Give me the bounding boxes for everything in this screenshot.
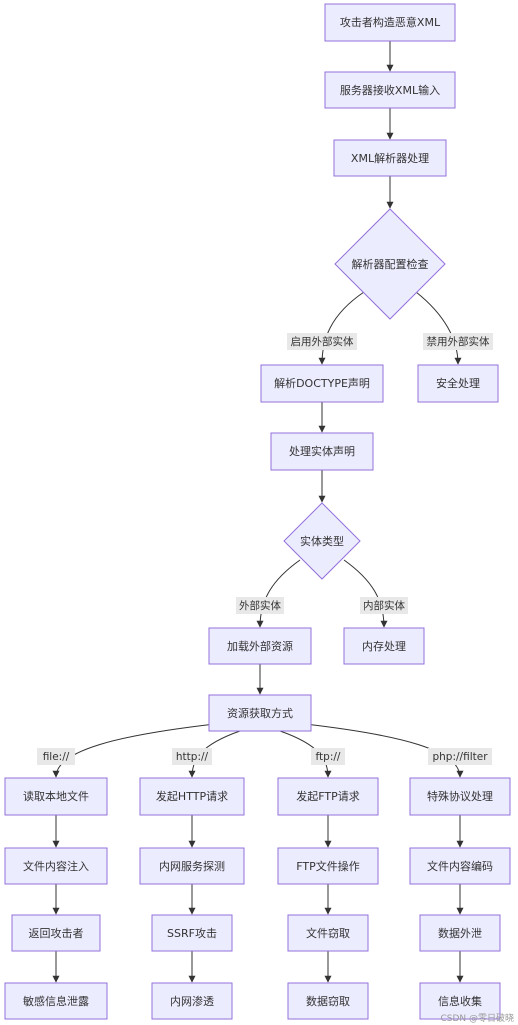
svg-text:内网渗透: 内网渗透 [170, 994, 214, 1008]
node-steal-file: 文件窃取 [287, 914, 369, 952]
svg-text:发起HTTP请求: 发起HTTP请求 [156, 789, 228, 803]
svg-text:攻击者构造恶意XML: 攻击者构造恶意XML [340, 15, 441, 29]
node-check: 解析器配置检查 [334, 208, 446, 320]
edge-type-loadext [256, 559, 301, 628]
svg-text:http://: http:// [176, 751, 209, 763]
svg-text:敏感信息泄露: 敏感信息泄露 [23, 994, 89, 1008]
node-safe: 安全处理 [417, 364, 499, 403]
node-return: 返回攻击者 [11, 914, 101, 952]
node-inject: 文件内容注入 [4, 847, 108, 885]
edge-label-external: 外部实体 [236, 597, 284, 614]
svg-text:发起FTP请求: 发起FTP请求 [296, 789, 360, 803]
node-start: 攻击者构造恶意XML [324, 3, 456, 42]
svg-text:资源获取方式: 资源获取方式 [227, 706, 293, 720]
svg-text:FTP文件操作: FTP文件操作 [296, 859, 360, 873]
node-pentest: 内网渗透 [151, 982, 233, 1020]
node-parse: XML解析器处理 [333, 139, 447, 177]
node-entity-type: 实体类型 [283, 502, 361, 580]
node-mem: 内存处理 [343, 627, 425, 665]
node-exfil: 数据外泄 [419, 914, 501, 952]
node-read-local: 读取本地文件 [4, 777, 108, 816]
svg-text:php://filter: php://filter [432, 751, 488, 763]
svg-text:信息收集: 信息收集 [438, 994, 482, 1008]
edge-type-mem [343, 559, 388, 628]
watermark: CSDN @零日破晓 [440, 1012, 514, 1024]
edge-label-file: file:// [37, 748, 75, 765]
edge-label-ftp: ftp:// [311, 748, 345, 765]
svg-text:返回攻击者: 返回攻击者 [29, 926, 84, 940]
svg-text:特殊协议处理: 特殊协议处理 [427, 789, 493, 803]
edge-method-file [52, 723, 216, 778]
node-ssrf: SSRF攻击 [151, 914, 233, 952]
svg-text:文件内容注入: 文件内容注入 [23, 859, 89, 873]
node-load-ext: 加载外部资源 [208, 627, 312, 665]
svg-text:内存处理: 内存处理 [362, 639, 406, 653]
node-probe: 内网服务探测 [139, 847, 245, 885]
node-special: 特殊协议处理 [409, 777, 511, 816]
svg-text:数据窃取: 数据窃取 [306, 994, 350, 1008]
edge-check-safe [415, 291, 462, 365]
edge-label-enable-ext: 启用外部实体 [287, 333, 357, 350]
svg-text:XML解析器处理: XML解析器处理 [351, 151, 429, 165]
svg-text:安全处理: 安全处理 [436, 376, 480, 390]
edge-method-php [304, 723, 464, 778]
svg-text:内网服务探测: 内网服务探测 [159, 859, 225, 873]
svg-text:加载外部资源: 加载外部资源 [227, 639, 293, 653]
svg-text:解析器配置检查: 解析器配置检查 [352, 257, 429, 271]
node-http-req: 发起HTTP请求 [139, 777, 245, 816]
node-ftp-req: 发起FTP请求 [277, 777, 379, 816]
edge-label-disable-ext: 禁用外部实体 [423, 333, 493, 350]
svg-text:读取本地文件: 读取本地文件 [23, 789, 89, 803]
node-steal-data: 数据窃取 [287, 982, 369, 1020]
svg-text:文件内容编码: 文件内容编码 [427, 859, 493, 873]
svg-text:实体类型: 实体类型 [300, 534, 344, 548]
svg-text:启用外部实体: 启用外部实体 [291, 335, 354, 348]
edge-check-doctype [318, 291, 365, 365]
svg-text:数据外泄: 数据外泄 [438, 926, 482, 940]
node-entity-decl: 处理实体声明 [270, 432, 374, 471]
svg-text:处理实体声明: 处理实体声明 [289, 444, 355, 458]
svg-text:文件窃取: 文件窃取 [306, 926, 350, 940]
svg-text:外部实体: 外部实体 [239, 599, 281, 612]
edge-label-php: php://filter [428, 748, 492, 765]
edge-label-http: http:// [172, 748, 212, 765]
node-collect: 信息收集 [419, 982, 501, 1020]
node-encode: 文件内容编码 [409, 847, 511, 885]
edges [52, 41, 464, 983]
node-ftp-op: FTP文件操作 [277, 847, 379, 885]
node-receive: 服务器接收XML输入 [324, 71, 456, 109]
svg-text:服务器接收XML输入: 服务器接收XML输入 [340, 83, 440, 97]
node-method: 资源获取方式 [208, 694, 312, 732]
node-doctype: 解析DOCTYPE声明 [260, 364, 384, 403]
svg-text:禁用外部实体: 禁用外部实体 [427, 335, 490, 348]
svg-text:file://: file:// [43, 751, 70, 763]
svg-text:SSRF攻击: SSRF攻击 [167, 926, 217, 940]
edge-label-internal: 内部实体 [360, 597, 408, 614]
svg-text:解析DOCTYPE声明: 解析DOCTYPE声明 [274, 376, 370, 390]
node-leak: 敏感信息泄露 [4, 982, 108, 1020]
svg-text:内部实体: 内部实体 [363, 599, 405, 612]
svg-text:ftp://: ftp:// [316, 751, 341, 763]
